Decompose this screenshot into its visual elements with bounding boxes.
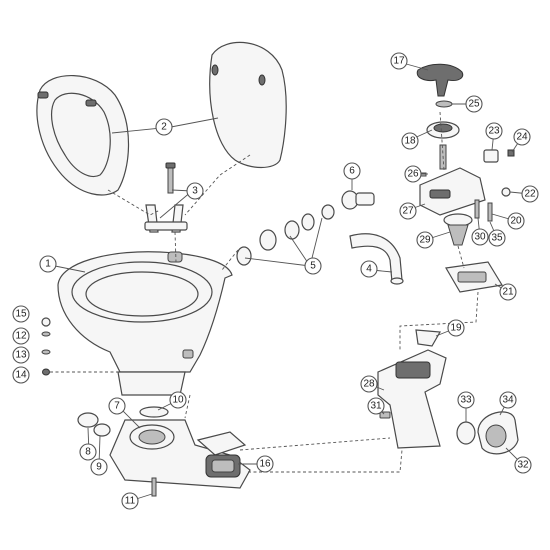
callout-21: 21: [499, 283, 517, 301]
callout-14: 14: [12, 366, 30, 384]
callout-15: 15: [12, 305, 30, 323]
callout-28: 28: [360, 375, 378, 393]
callout-26: 26: [404, 165, 422, 183]
hinge-assembly: [144, 162, 188, 233]
callout-17: 17: [390, 52, 408, 70]
callout-33-label: 33: [460, 395, 472, 406]
callout-11: 11: [121, 492, 139, 510]
pump-base: [77, 406, 251, 497]
callout-16-label: 16: [259, 459, 271, 470]
callout-24-label: 24: [516, 132, 528, 143]
pump-body: [377, 329, 519, 455]
callout-12: 12: [12, 327, 30, 345]
callout-34-label: 34: [502, 395, 514, 406]
callout-18-label: 18: [404, 136, 416, 147]
callout-2: 2: [155, 118, 173, 136]
callout-3-label: 3: [192, 186, 198, 197]
callout-6-label: 6: [349, 166, 355, 177]
callout-35-label: 35: [491, 233, 503, 244]
callout-19-label: 19: [450, 323, 462, 334]
callout-3: 3: [186, 182, 204, 200]
callout-21-label: 21: [502, 287, 514, 298]
callout-28-label: 28: [363, 379, 375, 390]
callout-2-label: 2: [161, 122, 167, 133]
callout-4: 4: [360, 260, 378, 278]
fastener-stack: [41, 317, 51, 376]
callout-24: 24: [513, 128, 531, 146]
callout-13-label: 13: [15, 350, 27, 361]
inlet-fitting-kit: [236, 190, 375, 266]
callout-35: 35: [488, 229, 506, 247]
callout-7-label: 7: [114, 401, 120, 412]
callout-10-label: 10: [172, 395, 184, 406]
callout-31: 31: [367, 397, 385, 415]
callout-20-label: 20: [510, 216, 522, 227]
callout-1-label: 1: [45, 259, 51, 270]
callout-22-label: 22: [524, 189, 536, 200]
callout-29-label: 29: [419, 235, 431, 246]
mounting-gasket: [445, 261, 503, 293]
callout-10: 10: [169, 391, 187, 409]
callout-20: 20: [507, 212, 525, 230]
callout-32: 32: [514, 456, 532, 474]
toilet-seat-lid: [209, 41, 287, 169]
toilet-seat-ring: [36, 75, 130, 196]
pump-head-assembly: [411, 100, 515, 246]
callout-23-label: 23: [488, 126, 500, 137]
callout-12-label: 12: [15, 331, 27, 342]
discharge-hose: [349, 233, 404, 285]
assembly-lines: [50, 111, 479, 473]
callout-23: 23: [485, 122, 503, 140]
callout-8-label: 8: [85, 447, 91, 458]
callout-32-label: 32: [517, 460, 529, 471]
callout-25-label: 25: [468, 99, 480, 110]
callout-27-label: 27: [402, 206, 414, 217]
pump-handle: [416, 63, 464, 97]
callout-25: 25: [465, 95, 483, 113]
callout-34: 34: [499, 391, 517, 409]
callout-9: 9: [90, 458, 108, 476]
callout-31-label: 31: [370, 401, 382, 412]
callout-13: 13: [12, 346, 30, 364]
callout-16: 16: [256, 455, 274, 473]
callout-15-label: 15: [15, 309, 27, 320]
callout-5: 5: [304, 257, 322, 275]
callout-1: 1: [39, 255, 57, 273]
callout-33: 33: [457, 391, 475, 409]
callout-8: 8: [79, 443, 97, 461]
callout-11-label: 11: [125, 496, 136, 507]
callout-18: 18: [401, 132, 419, 150]
callout-4-label: 4: [366, 264, 372, 275]
callout-17-label: 17: [393, 56, 405, 67]
toilet-bowl: [57, 251, 233, 396]
callout-7: 7: [108, 397, 126, 415]
callout-5-label: 5: [310, 261, 316, 272]
callout-30-label: 30: [474, 232, 486, 243]
callout-30: 30: [471, 228, 489, 246]
callout-14-label: 14: [15, 370, 27, 381]
callout-19: 19: [447, 319, 465, 337]
callout-22: 22: [521, 185, 539, 203]
callout-6: 6: [343, 162, 361, 180]
callout-29: 29: [416, 231, 434, 249]
callout-27: 27: [399, 202, 417, 220]
callout-9-label: 9: [96, 462, 102, 473]
callout-26-label: 26: [407, 169, 419, 180]
